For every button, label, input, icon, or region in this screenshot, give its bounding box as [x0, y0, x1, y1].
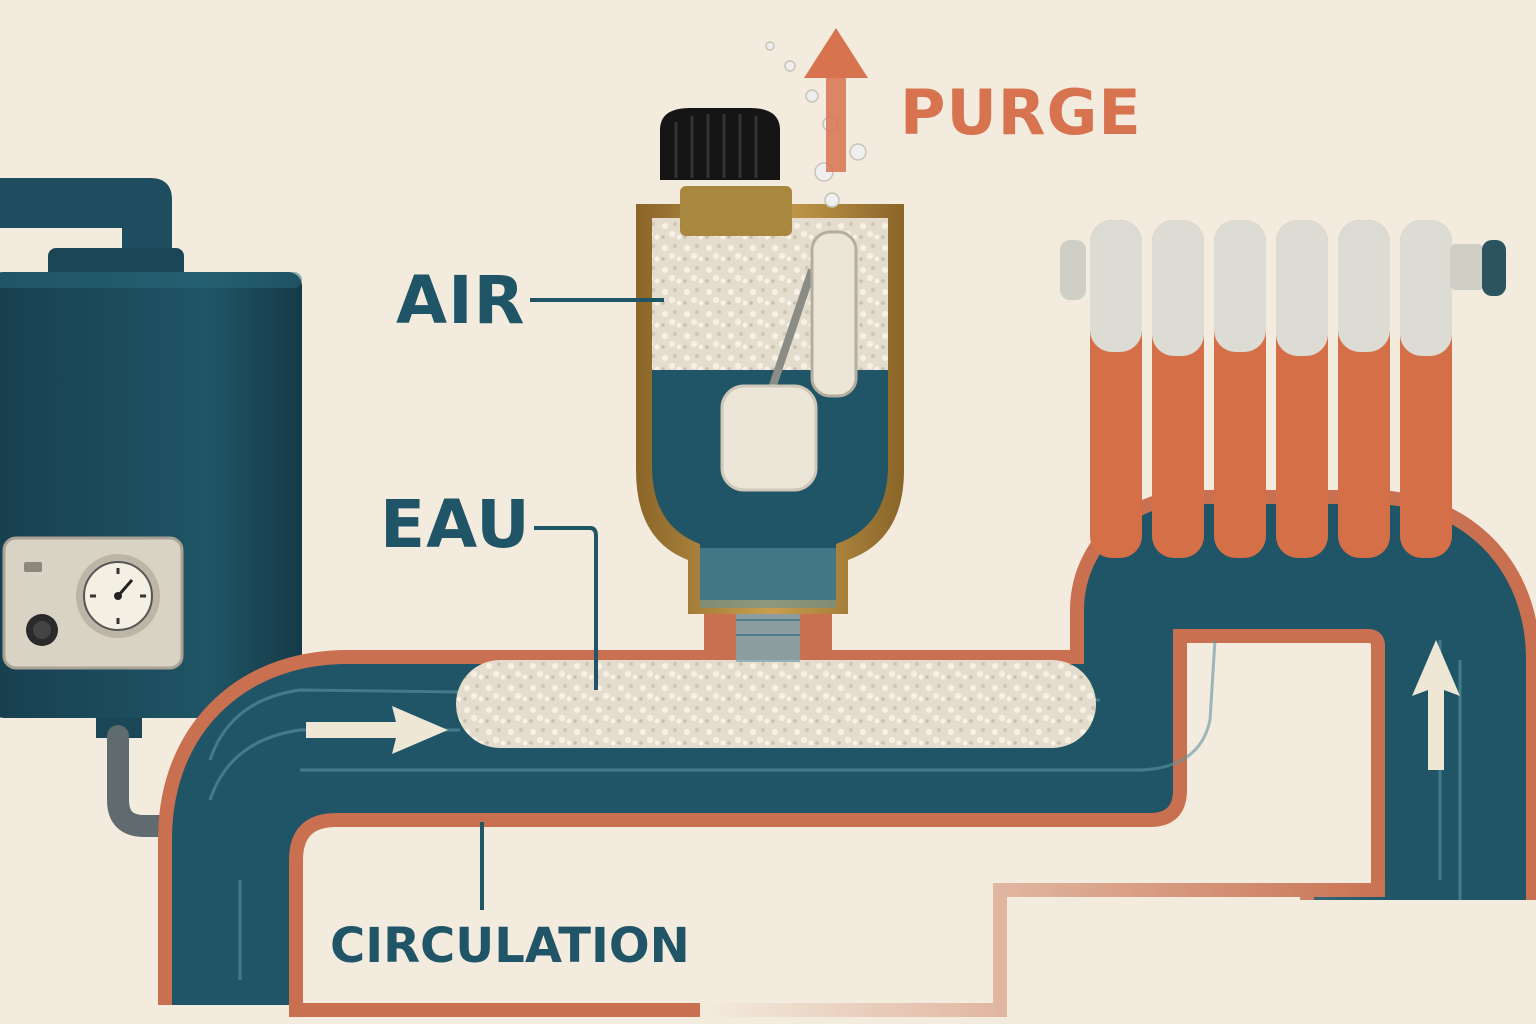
purge-arrow-up-icon: [804, 28, 868, 172]
flow-arrow-right-icon: [306, 706, 448, 754]
label-circulation: CIRCULATION: [330, 918, 690, 974]
leader-lines: [480, 298, 664, 910]
valve-cap-icon: [660, 108, 780, 180]
float-icon: [720, 230, 858, 492]
pipe-circuit: [158, 490, 1536, 1017]
air-vent-valve: [636, 41, 904, 662]
boiler-knob-icon: [26, 614, 58, 646]
radiator: [1060, 220, 1506, 558]
control-panel: [2, 536, 184, 670]
label-air: AIR: [396, 262, 526, 339]
label-eau: EAU: [380, 486, 531, 563]
label-purge: PURGE: [900, 76, 1142, 149]
boiler-unit: [0, 178, 302, 837]
flow-arrow-up-icon: [1412, 640, 1460, 770]
pressure-gauge-icon: [76, 554, 160, 638]
air-bubbles: [456, 660, 1096, 748]
